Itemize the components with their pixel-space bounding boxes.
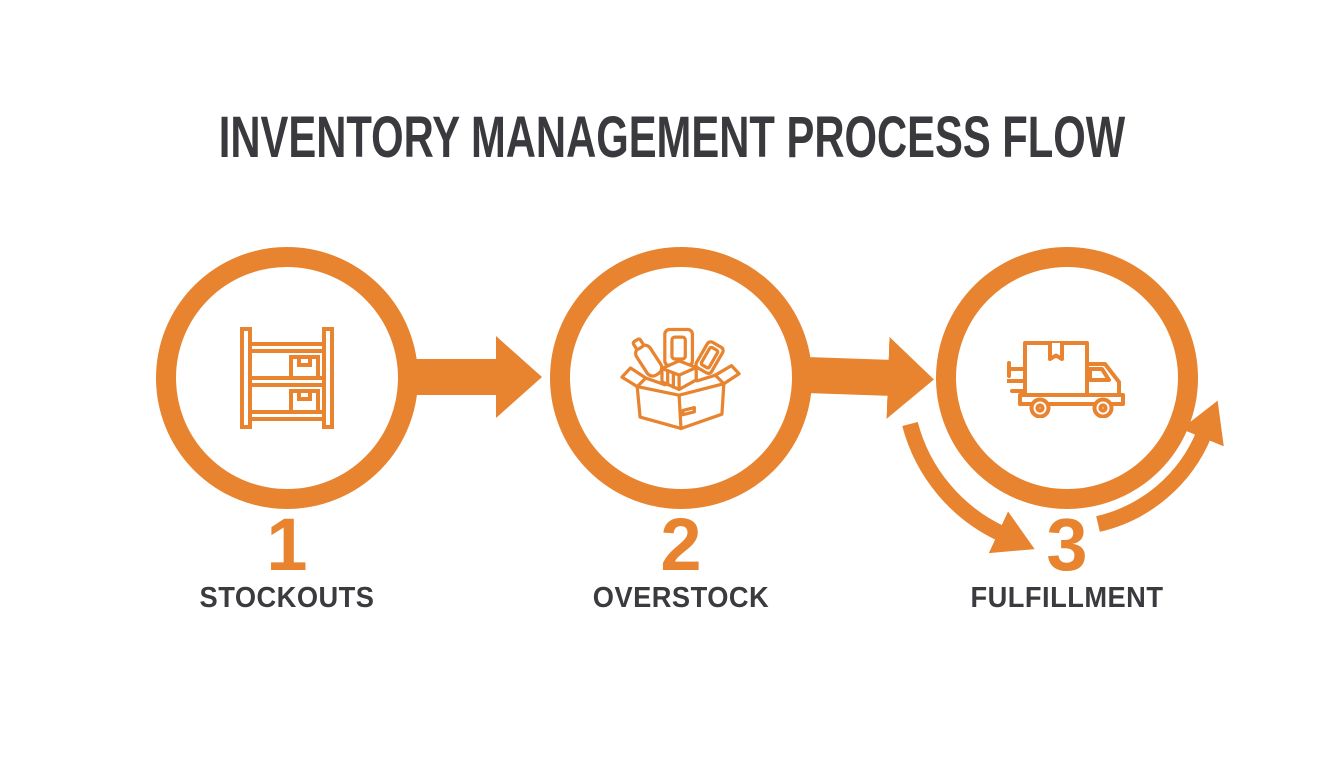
step-label-overstock: OVERSTOCK [592, 582, 770, 614]
step-number-1: 1 [266, 503, 308, 586]
step-label-stockouts: STOCKOUTS [199, 582, 375, 614]
curved-arrow-out-of-fulfillment [1096, 400, 1224, 532]
step-circle-overstock [550, 247, 812, 509]
step-number-2: 2 [660, 503, 702, 586]
curved-arrow-into-fulfillment [902, 421, 1035, 554]
page-title: INVENTORY MANAGEMENT PROCESS FLOW [218, 105, 1126, 170]
step-circle-stockouts [156, 247, 418, 509]
step-circle-fulfillment [936, 247, 1198, 509]
delivery-truck-icon [1007, 341, 1125, 418]
warehouse-shelf-icon [240, 327, 334, 429]
step-number-3: 3 [1046, 503, 1088, 586]
step-label-fulfillment: FULFILLMENT [970, 582, 1164, 614]
overflowing-box-icon [620, 327, 741, 430]
